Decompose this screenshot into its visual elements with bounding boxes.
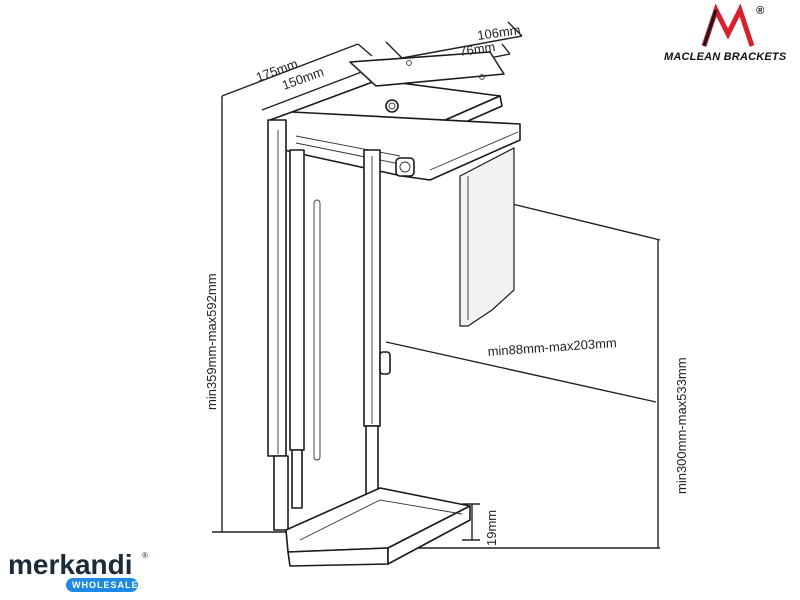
wholesale-badge	[66, 578, 138, 592]
maclean-registered: ®	[756, 5, 765, 17]
dim-top-width-outer: 106mm	[476, 22, 521, 43]
merkandi-watermark: merkandi ® WHOLESALE	[8, 549, 148, 592]
merkandi-registered: ®	[142, 551, 148, 560]
maclean-brand-name: MACLEAN BRACKETS	[664, 51, 787, 63]
dim-inner-height-range: min300mm-max533mm	[674, 357, 689, 494]
dim-width-range: min88mm-max203mm	[487, 335, 617, 359]
merkandi-wordmark: merkandi	[8, 549, 133, 580]
maclean-logo: ® MACLEAN BRACKETS	[664, 3, 787, 63]
dim-base-lip: 19mm	[484, 510, 499, 546]
dim-top-width-inner: 76mm	[458, 39, 496, 59]
under-desk-cpu-holder	[267, 51, 521, 567]
dimension-lines	[212, 21, 661, 549]
dim-height-range: min359mm-max592mm	[204, 273, 219, 410]
wholesale-badge-label: WHOLESALE	[72, 580, 139, 590]
